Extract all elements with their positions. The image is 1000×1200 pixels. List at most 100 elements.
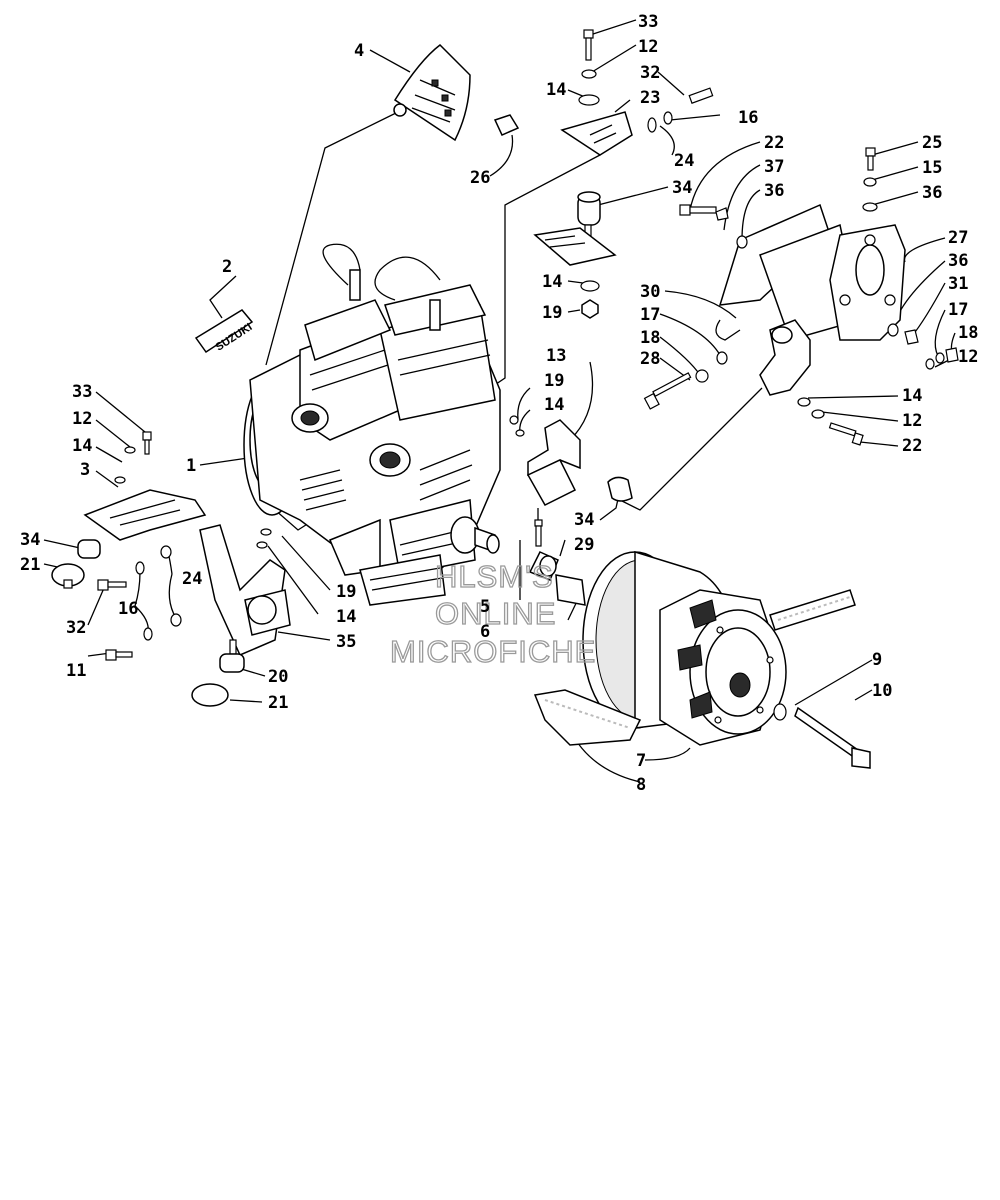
leader-37 (723, 164, 761, 231)
spark-plug-2 (429, 299, 441, 331)
leader-7 (644, 747, 691, 761)
leader-33a (589, 19, 637, 36)
leader-2 (209, 275, 237, 319)
leader-22b (859, 441, 899, 447)
watermark-line-2: ONLINE (435, 596, 556, 631)
leader-18b (659, 336, 701, 376)
part-30-arm (715, 319, 811, 396)
callout-34: 34 (20, 530, 40, 550)
callout-24: 24 (674, 151, 694, 171)
leader-32b (87, 587, 105, 626)
callout-14: 14 (902, 386, 922, 406)
callout-26: 26 (470, 168, 490, 188)
callout-14: 14 (544, 395, 564, 415)
leader-30 (664, 290, 737, 319)
callout-19: 19 (542, 303, 562, 323)
callout-8: 8 (636, 775, 646, 795)
callout-36: 36 (948, 251, 968, 271)
part-26-clip (493, 114, 520, 136)
watermark-line-3: MICROFICHE (390, 634, 596, 669)
leader-10 (854, 689, 873, 701)
callout-36: 36 (764, 181, 784, 201)
callout-7: 7 (636, 751, 646, 771)
callout-11: 11 (66, 661, 86, 681)
leader-5 (559, 539, 566, 557)
part-34-mount-left (51, 539, 101, 589)
hardware-left (97, 545, 182, 661)
leader-14e (95, 446, 123, 463)
watermark: HLSM'S ONLINE MICROFICHE (389, 558, 596, 669)
callout-27: 27 (948, 228, 968, 248)
parts-9-10-washer-bolt (773, 703, 871, 769)
callout-30: 30 (640, 282, 660, 302)
part-7-clutch (582, 550, 787, 746)
callout-12: 12 (902, 411, 922, 431)
callout-13: 13 (546, 346, 566, 366)
callout-2: 2 (222, 257, 232, 277)
callout-14: 14 (72, 436, 92, 456)
leader-34a (597, 186, 669, 206)
hardware-top-center (578, 29, 714, 133)
callout-16: 16 (118, 599, 138, 619)
callout-35: 35 (336, 632, 356, 652)
leader-35 (277, 631, 331, 641)
callout-37: 37 (764, 157, 784, 177)
leader-36b (871, 191, 919, 206)
leader-engine-to-23 (479, 154, 601, 396)
callout-18: 18 (958, 323, 978, 343)
leader-4 (369, 49, 411, 73)
callout-9: 9 (872, 650, 882, 670)
leader-14b (807, 395, 899, 399)
callout-numbers: 33 12 32 14 23 16 24 22 37 36 34 25 15 3… (20, 12, 978, 795)
leader-34b (43, 539, 81, 549)
hardware-right (643, 147, 959, 446)
callout-28: 28 (640, 349, 660, 369)
callout-1: 1 (186, 456, 196, 476)
callout-34: 34 (574, 510, 594, 530)
ignition-wire-2 (374, 256, 441, 301)
leader-32a (657, 71, 685, 96)
callout-3: 3 (80, 460, 90, 480)
callout-32: 32 (66, 618, 86, 638)
part-20-mount (191, 639, 245, 707)
part-34-mount-right (607, 476, 633, 502)
leader-3 (95, 470, 119, 488)
leader-24a (659, 125, 675, 156)
callout-6: 6 (480, 622, 490, 642)
callout-34: 34 (672, 178, 692, 198)
callout-14: 14 (542, 272, 562, 292)
leader-36a (741, 189, 761, 241)
callout-18: 18 (640, 328, 660, 348)
leader-17b (659, 313, 721, 356)
leader-21b (229, 699, 263, 703)
leader-19a (567, 309, 581, 313)
leader-17a (934, 309, 946, 357)
leader-12a (591, 44, 637, 73)
part-8-drive-belt (533, 589, 856, 746)
part-27-mount-plate (718, 203, 906, 341)
leader-12d (95, 419, 131, 448)
callout-29: 29 (574, 535, 594, 555)
callout-5: 5 (480, 597, 490, 617)
callout-15: 15 (922, 158, 942, 178)
callout-4: 4 (354, 41, 364, 61)
leader-25 (871, 141, 919, 156)
leader-lines (43, 19, 956, 783)
callout-14: 14 (336, 607, 356, 627)
part-34-mount-top (533, 191, 617, 319)
leader-23 (614, 99, 631, 113)
callout-12: 12 (958, 347, 978, 367)
callout-14: 14 (546, 80, 566, 100)
callout-23: 23 (640, 88, 660, 108)
suzuki-decal: SUZUKI (194, 309, 254, 354)
leader-34-to-bracket (619, 387, 763, 511)
part-23-plate (560, 111, 633, 156)
leader-16b2 (134, 571, 141, 607)
leader-24b (168, 573, 177, 619)
part-35-bracket (199, 524, 291, 656)
callout-36: 36 (922, 183, 942, 203)
leader-31 (911, 282, 946, 337)
leader-26 (489, 134, 514, 177)
leader-12c (821, 411, 899, 422)
